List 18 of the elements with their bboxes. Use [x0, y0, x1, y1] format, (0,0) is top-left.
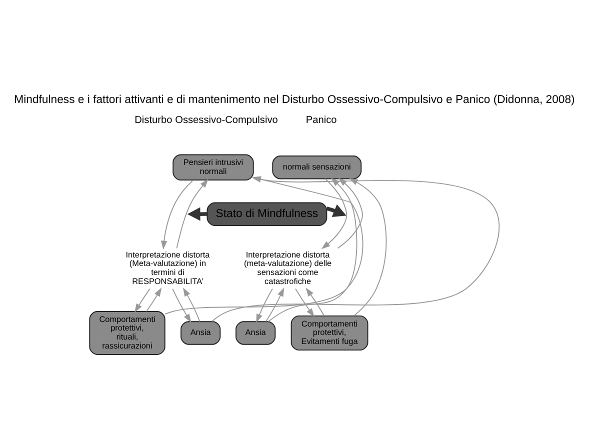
arrow	[321, 178, 348, 250]
arrow	[268, 178, 358, 322]
arrow	[326, 204, 346, 217]
arrow	[160, 180, 194, 250]
node-box: Stato di Mindfulness	[206, 202, 328, 226]
arrow	[306, 288, 325, 316]
arrow	[295, 288, 314, 318]
arrow	[256, 288, 273, 323]
arrow	[134, 288, 150, 313]
label: Panico	[306, 115, 337, 126]
label: Disturbo Ossessivo-Compulsivo	[134, 115, 278, 126]
arrow	[265, 287, 284, 322]
arrow	[182, 288, 200, 322]
arrow	[349, 178, 387, 316]
arrow	[146, 288, 162, 312]
arrow	[172, 288, 192, 323]
arrow	[337, 178, 363, 249]
diagram-title: Mindfulness e i fattori attivanti e di mantenimento nel Disturbo Ossessivo-Compulsivo e Panico (Didonna, 2008)	[14, 94, 575, 106]
